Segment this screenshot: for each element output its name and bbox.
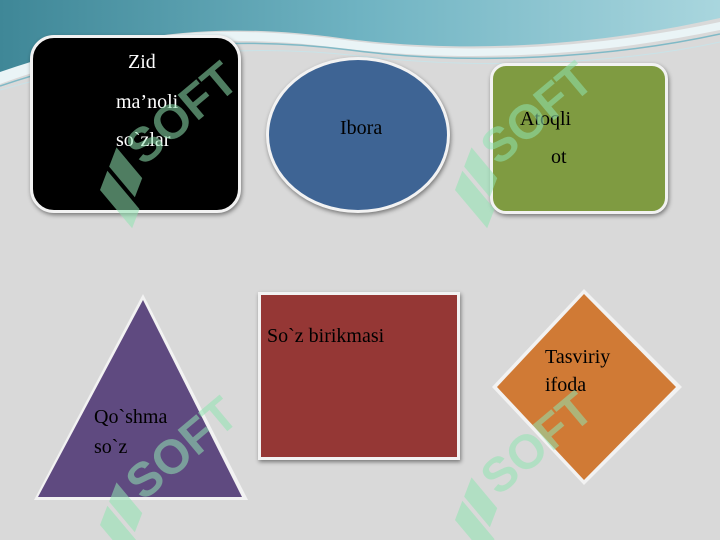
antonyms-label-line1: Zid	[128, 51, 156, 73]
proper-noun-label-line2: ot	[551, 146, 567, 168]
figurative-expression-label-line2: ifoda	[545, 374, 587, 396]
idiom-label: Ibora	[340, 117, 383, 139]
proper-noun-box	[490, 63, 668, 214]
compound-word-label-line1: Qo`shma	[94, 406, 168, 428]
idiom-ellipse	[266, 57, 450, 213]
word-combination-label: So`z birikmasi	[267, 325, 385, 347]
word-combination-box	[258, 292, 460, 460]
antonyms-label-line3: so`zlar	[116, 129, 171, 151]
compound-word-label-line2: so`z	[94, 436, 128, 458]
figurative-expression-diamond	[492, 289, 682, 485]
compound-word-triangle	[34, 294, 248, 500]
figurative-expression-label-line1: Tasviriy	[545, 346, 611, 368]
antonyms-label-line2: ma’noli	[116, 91, 179, 113]
proper-noun-label-line1: Atoqli	[520, 108, 572, 130]
